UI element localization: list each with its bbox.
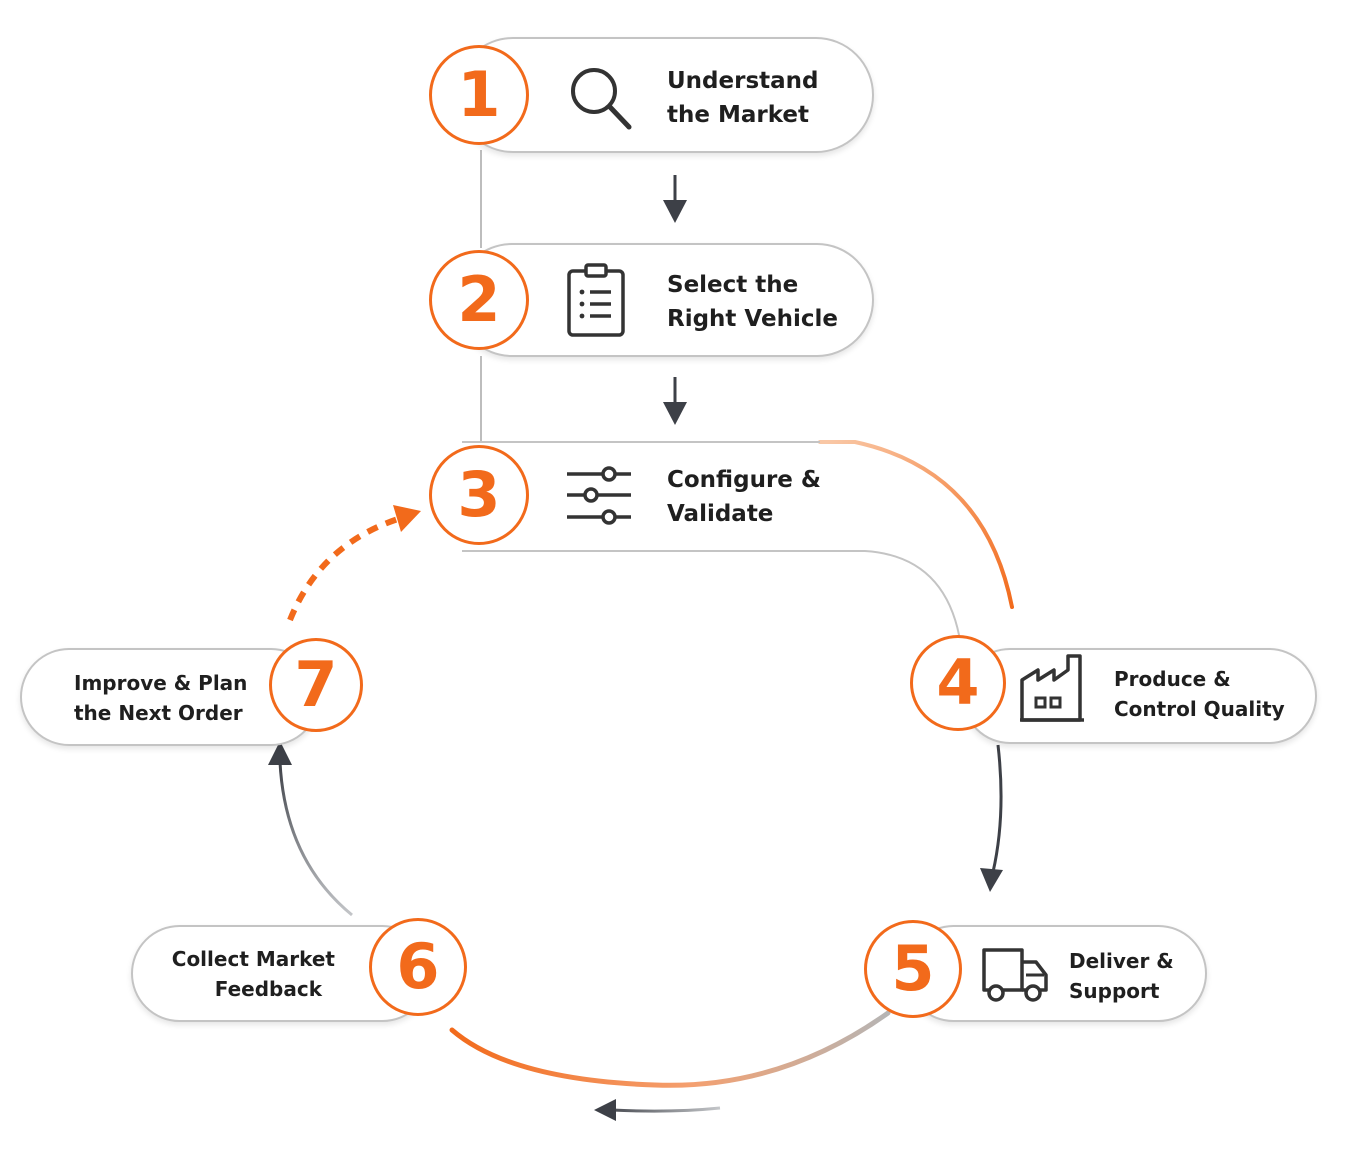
step-6-number: 6: [369, 918, 467, 1016]
step-2-number: 2: [429, 250, 529, 350]
step-4-number: 4: [910, 635, 1006, 731]
step-5-number: 5: [864, 920, 962, 1018]
step-6-card: [131, 925, 431, 1022]
arrow-4-to-5: [980, 744, 1003, 892]
arrow-6-to-7: [268, 741, 353, 917]
sliders-icon: [567, 466, 631, 525]
step-1-number: 1: [429, 45, 529, 145]
step-7-number: 7: [269, 638, 363, 732]
dashed-arrow-7-to-3: [287, 505, 421, 622]
clipboard-list-icon: [567, 263, 625, 337]
step-4-label: Produce &Control Quality: [1114, 667, 1285, 721]
search-icon: [571, 68, 632, 130]
connector-5-to-6: [449, 1010, 891, 1088]
connector-3-to-4-grey: [800, 550, 961, 641]
down-arrow-2: [663, 377, 687, 425]
connector-3-to-4-orange: [818, 440, 1014, 609]
step-3-number: 3: [429, 445, 529, 545]
step-7-card: [20, 648, 320, 746]
step-5-card: [905, 925, 1207, 1022]
delivery-truck-icon: [982, 948, 1048, 1002]
down-arrow-1: [663, 175, 687, 223]
factory-icon: [1020, 654, 1084, 722]
step-3-label: Configure &Validate: [667, 467, 821, 527]
step-3-card: [462, 441, 820, 552]
back-arrow: [594, 1099, 721, 1121]
step-5-label: Deliver &Support: [1069, 949, 1174, 1003]
